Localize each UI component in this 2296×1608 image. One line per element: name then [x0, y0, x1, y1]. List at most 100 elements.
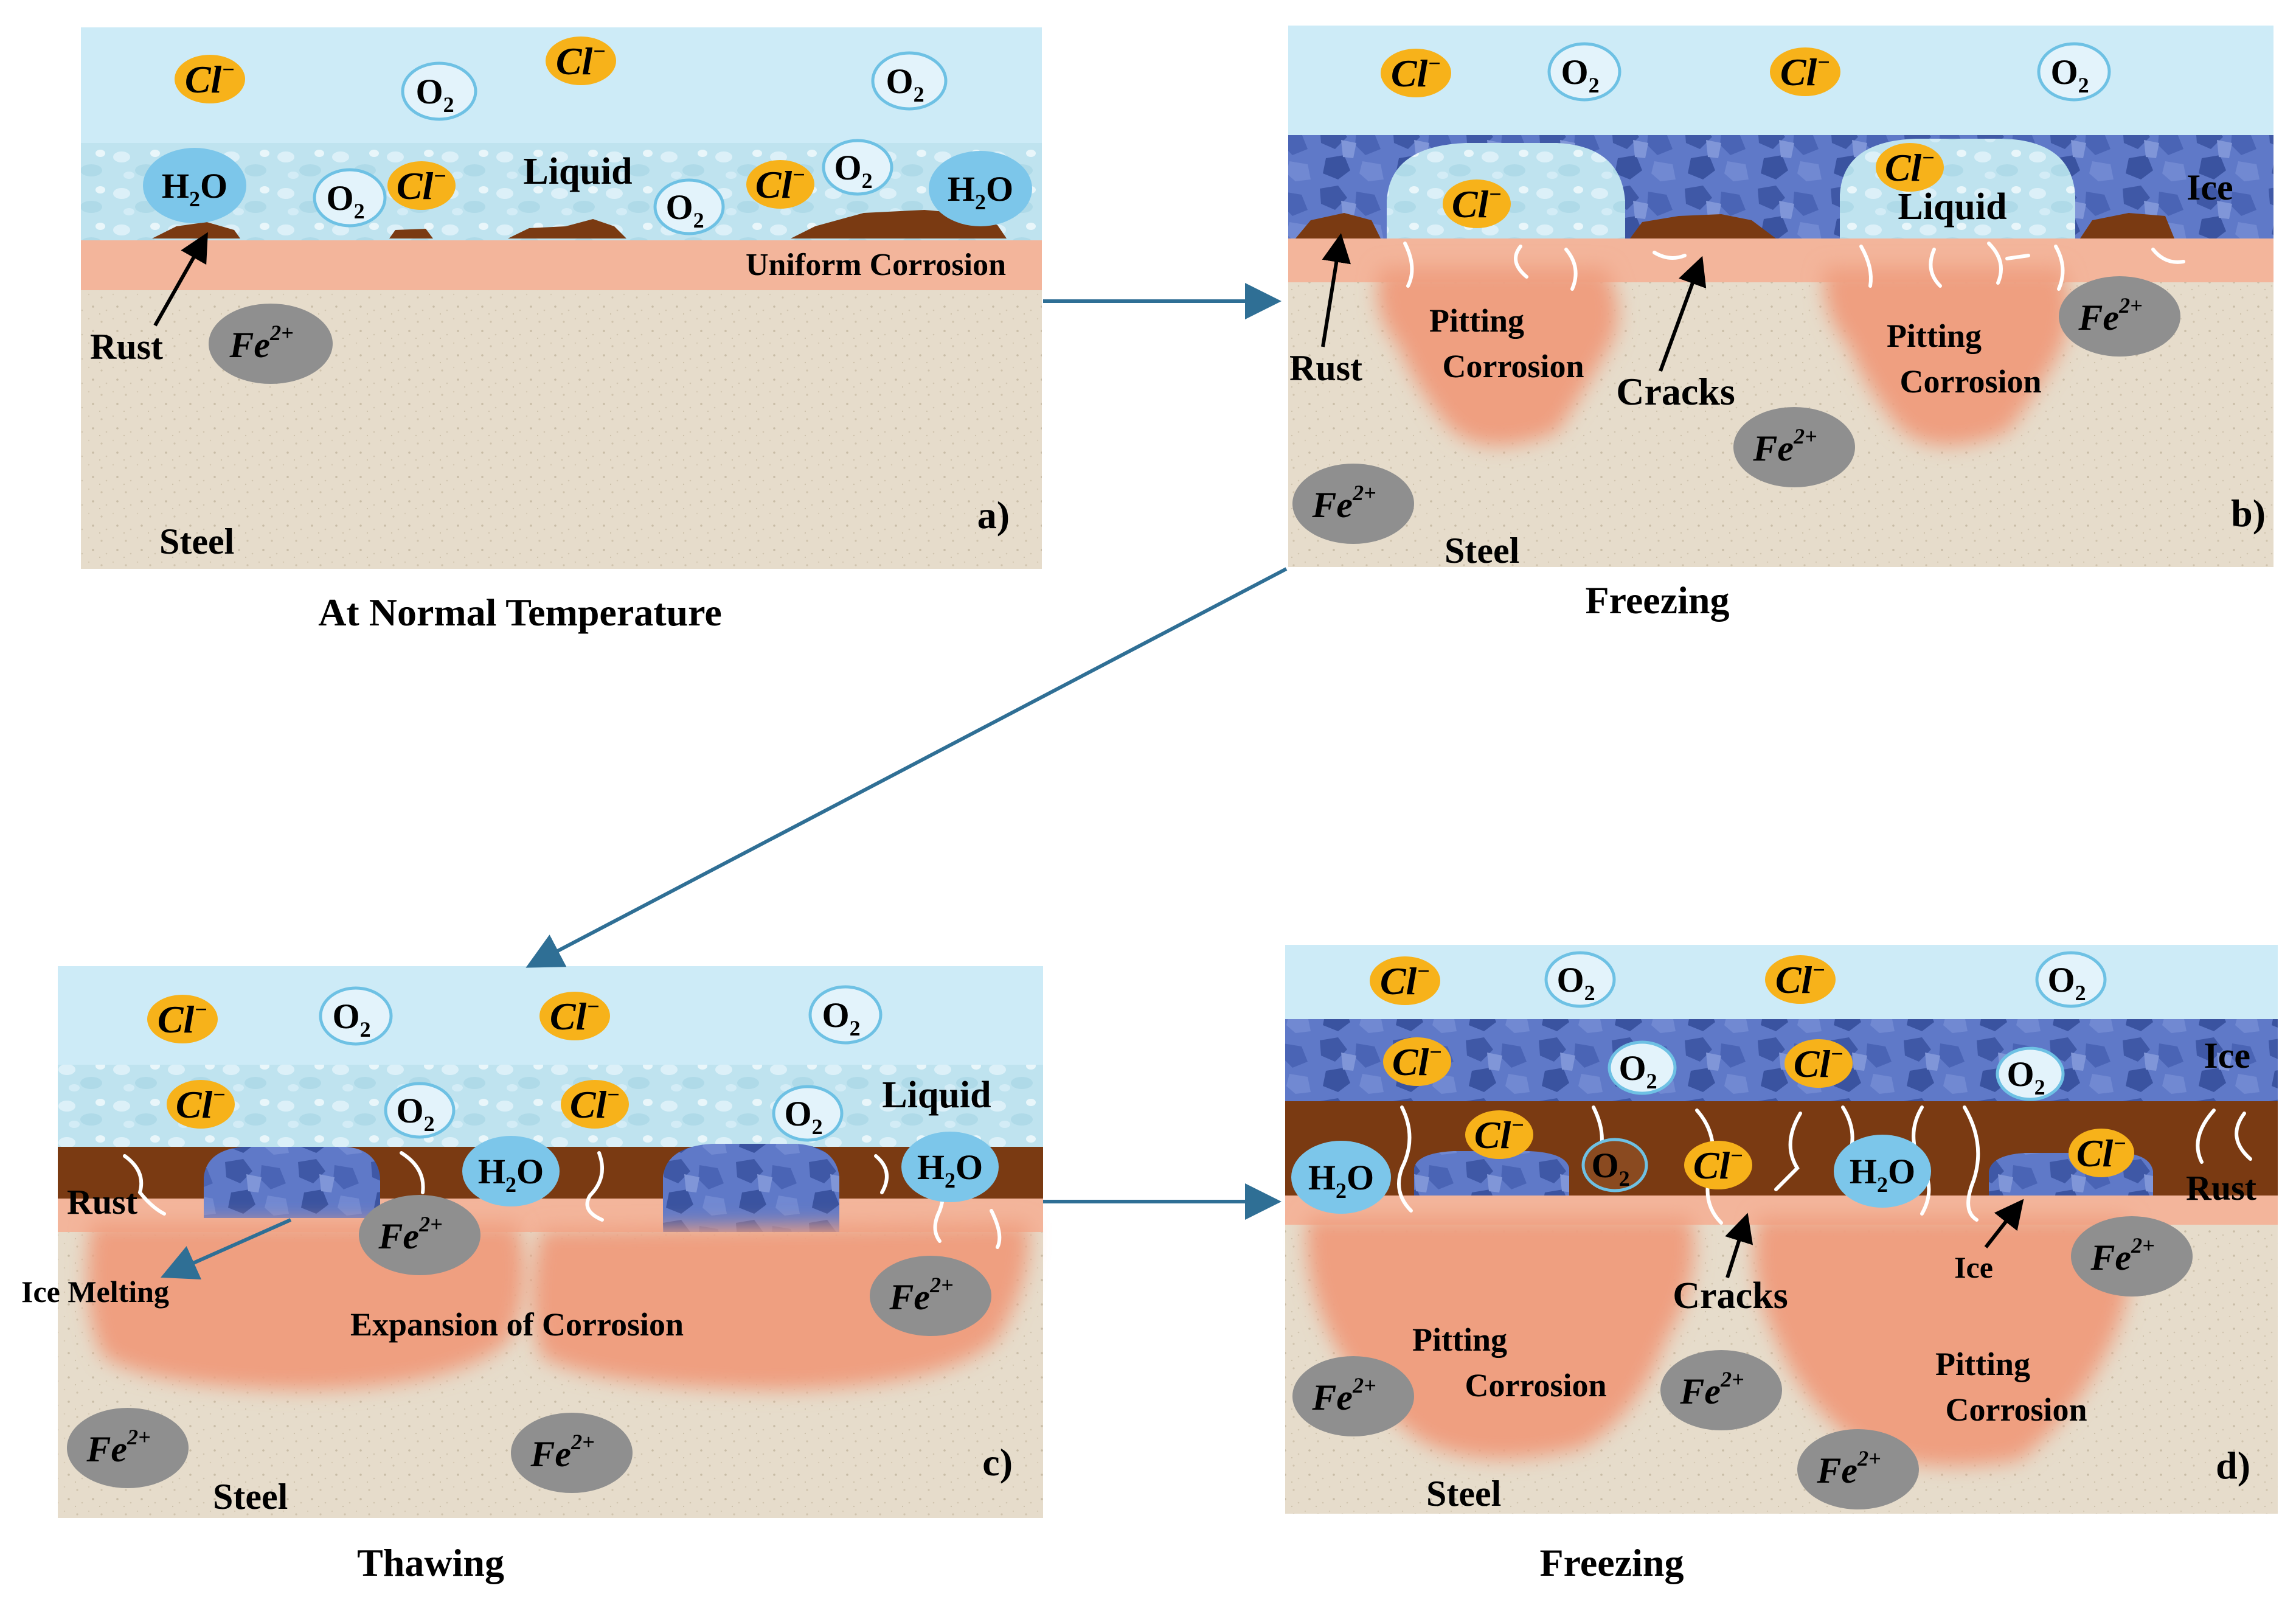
cl-ion: Cl− — [1443, 179, 1511, 228]
svg-text:Cl−: Cl− — [176, 1082, 226, 1126]
svg-text:H2O: H2O — [162, 166, 227, 211]
h2o-ion: H2O — [929, 151, 1032, 226]
cl-ion: Cl− — [546, 37, 616, 85]
o2-ion: O2 — [2037, 42, 2111, 102]
svg-text:O2: O2 — [665, 187, 704, 232]
svg-text:Fe2+: Fe2+ — [378, 1212, 442, 1256]
fe-ion: Fe2+ — [1797, 1429, 1919, 1509]
svg-text:Cl−: Cl− — [1474, 1113, 1524, 1157]
panel-c: Cl− O2 Cl− O2 Cl− O2 Cl− O2 H2O H2O Fe2+… — [21, 966, 1043, 1584]
cl-ion: Cl− — [1465, 1110, 1533, 1159]
panel-a: Cl− Cl− O2 O2 H2O H2O O2 Cl− O2 Cl− O2 F… — [81, 27, 1042, 634]
fe-ion: Fe2+ — [67, 1408, 189, 1488]
steel-label: Steel — [1426, 1474, 1501, 1514]
cl-ion: Cl− — [539, 992, 610, 1040]
ice-label: Ice — [2204, 1035, 2250, 1076]
panel-caption: Freezing — [1586, 579, 1730, 622]
panel-d: Cl− O2 Cl− O2 Cl− O2 Cl− O2 Cl− O2 Cl− C… — [1285, 945, 2278, 1584]
ice-melting-arrow — [161, 1218, 292, 1279]
cracks-label: Cracks — [1673, 1275, 1788, 1317]
svg-text:H2O: H2O — [1850, 1152, 1915, 1197]
o2-ion: O2 — [319, 986, 393, 1046]
uniform-corrosion-label: Uniform Corrosion — [746, 248, 1006, 282]
fe-ion: Fe2+ — [1292, 1356, 1414, 1436]
o2-ion: O2 — [871, 51, 948, 111]
melting-ice-dome — [204, 1147, 380, 1218]
panel-caption: Thawing — [357, 1541, 504, 1584]
svg-text:Fe2+: Fe2+ — [1679, 1367, 1744, 1411]
h2o-ion: H2O — [1834, 1135, 1931, 1208]
svg-text:Cl−: Cl− — [158, 997, 207, 1041]
svg-text:O2: O2 — [326, 178, 364, 223]
panel-letter: b) — [2231, 492, 2266, 535]
liquid-label: Liquid — [1898, 186, 2006, 228]
rust-label: Rust — [67, 1182, 138, 1222]
cl-ion: Cl− — [1784, 1039, 1853, 1088]
melting-ice-dome — [663, 1144, 839, 1232]
fe-ion: Fe2+ — [359, 1195, 480, 1275]
pitting-corrosion-area — [1754, 1217, 2132, 1466]
svg-text:O2: O2 — [1591, 1146, 1629, 1191]
svg-text:Cl−: Cl− — [1391, 51, 1441, 95]
steel-label: Steel — [1445, 531, 1519, 571]
fe-ion: Fe2+ — [2059, 276, 2180, 357]
svg-text:O2: O2 — [784, 1094, 822, 1139]
ice-melting-label: Ice Melting — [21, 1275, 169, 1309]
svg-text:O2: O2 — [415, 72, 454, 117]
pitting-corrosion-area — [1377, 268, 1618, 446]
svg-text:Fe2+: Fe2+ — [1816, 1446, 1881, 1491]
pitting-label: Corrosion — [1945, 1391, 2087, 1428]
fe-ion: Fe2+ — [1292, 464, 1414, 544]
svg-text:Fe2+: Fe2+ — [2090, 1233, 2154, 1278]
rust-label: Rust — [90, 327, 163, 367]
svg-text:Cl−: Cl− — [755, 162, 805, 206]
fe-ion: Fe2+ — [1660, 1350, 1782, 1430]
svg-text:O2: O2 — [886, 61, 924, 106]
o2-ion: O2 — [401, 61, 477, 121]
svg-text:Cl−: Cl− — [550, 994, 600, 1038]
pitting-label: Pitting — [1887, 318, 1982, 354]
o2-ion: O2 — [772, 1085, 844, 1142]
flow-arrow-b-to-c — [525, 567, 1288, 968]
cl-ion: Cl− — [1370, 956, 1440, 1005]
fe-ion: Fe2+ — [870, 1256, 991, 1336]
o2-ion: O2 — [1581, 1138, 1648, 1192]
expansion-label: Expansion of Corrosion — [350, 1306, 684, 1343]
svg-text:O2: O2 — [1561, 52, 1599, 97]
pitting-label: Corrosion — [1899, 363, 2041, 400]
svg-text:Cl−: Cl− — [1775, 958, 1825, 1001]
ice-dome — [1414, 1151, 1569, 1196]
pitting-label: Corrosion — [1442, 348, 1584, 385]
steel-label: Steel — [213, 1477, 288, 1517]
h2o-ion: H2O — [462, 1136, 560, 1206]
svg-text:Cl−: Cl− — [1392, 1040, 1442, 1084]
cracks-label: Cracks — [1616, 370, 1735, 413]
panel-letter: d) — [2216, 1444, 2250, 1487]
o2-ion: O2 — [2035, 951, 2107, 1008]
liquid-label: Liquid — [882, 1074, 991, 1116]
svg-text:Cl−: Cl− — [1693, 1143, 1743, 1187]
svg-text:H2O: H2O — [478, 1152, 544, 1197]
fe-ion: Fe2+ — [2071, 1216, 2193, 1296]
cl-ion: Cl− — [147, 995, 218, 1043]
cl-ion: Cl− — [1876, 143, 1944, 192]
h2o-ion: H2O — [1291, 1141, 1391, 1214]
svg-text:H2O: H2O — [917, 1147, 983, 1192]
liquid-label: Liquid — [523, 151, 632, 192]
svg-text:Fe2+: Fe2+ — [2078, 293, 2142, 338]
ice-small-label: Ice — [1954, 1250, 1993, 1284]
svg-text:Cl−: Cl− — [556, 39, 606, 83]
cl-ion: Cl− — [1765, 955, 1836, 1004]
svg-text:Fe2+: Fe2+ — [1311, 481, 1376, 525]
svg-text:O2: O2 — [396, 1091, 434, 1136]
pitting-corrosion-area — [1823, 268, 2070, 446]
o2-ion: O2 — [1544, 951, 1616, 1008]
cl-ion: Cl− — [561, 1080, 629, 1129]
h2o-ion: H2O — [143, 148, 246, 223]
o2-ion: O2 — [1608, 1040, 1677, 1095]
o2-ion: O2 — [1996, 1046, 2065, 1101]
svg-text:Cl−: Cl− — [1780, 50, 1830, 94]
rust-deposit — [1630, 214, 1776, 238]
panel-letter: a) — [977, 493, 1010, 537]
